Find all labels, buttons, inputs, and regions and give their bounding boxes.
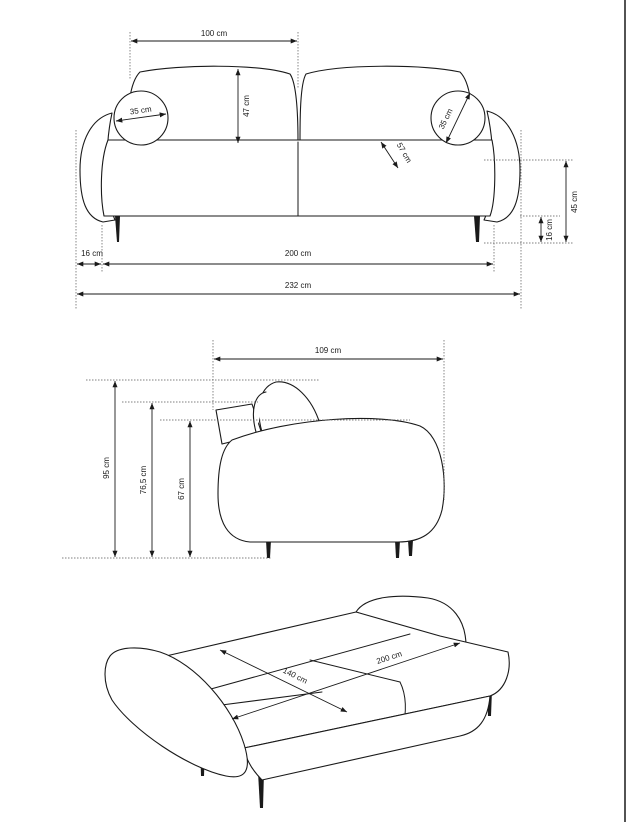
front-view: 100 cm 47 cm 35 cm 35 cm 57 cm 45 cm 16 …: [75, 29, 579, 310]
dim-seat-width-label: 200 cm: [285, 249, 312, 258]
bed-leg: [258, 772, 264, 808]
dim-arm-width-label: 16 cm: [81, 249, 103, 258]
dim-pillow-left-line: [115, 112, 167, 123]
bed-back-arm: [355, 595, 467, 647]
dim-side-back-height-label: 76,5 cm: [139, 465, 148, 494]
sofa-leg: [395, 540, 400, 558]
dim-total-height-label: 45 cm: [570, 191, 579, 213]
dim-bed-length-line: [231, 642, 461, 720]
dim-depth-label: 109 cm: [315, 346, 342, 355]
bolster-pillow-left: [113, 90, 169, 146]
dim-back-width-label: 100 cm: [201, 29, 228, 38]
side-pillow: [252, 391, 267, 433]
dim-leg-height-label: 16 cm: [545, 219, 554, 241]
sofa-leg: [408, 540, 413, 556]
back-cushion-left: [127, 65, 299, 143]
dim-side-arm-height-label: 67 cm: [177, 478, 186, 500]
sofa-leg: [266, 540, 271, 558]
dim-total-width-label: 232 cm: [285, 281, 312, 290]
dim-back-height-label: 47 cm: [242, 95, 251, 117]
side-seat-body: [217, 417, 445, 543]
bed-front-arm: [104, 647, 248, 778]
sofa-leg: [474, 216, 480, 242]
side-view: 109 cm 95 cm 76,5 cm 67 cm: [62, 340, 445, 559]
dim-seat-depth-line: [380, 141, 399, 169]
dim-pillow-left-label: 35 cm: [129, 105, 152, 117]
dim-pillow-right-line: [445, 92, 471, 144]
bed-view: 140 cm 200 cm: [104, 595, 510, 808]
dim-side-height-label: 95 cm: [102, 457, 111, 479]
sofa-leg: [115, 216, 120, 242]
